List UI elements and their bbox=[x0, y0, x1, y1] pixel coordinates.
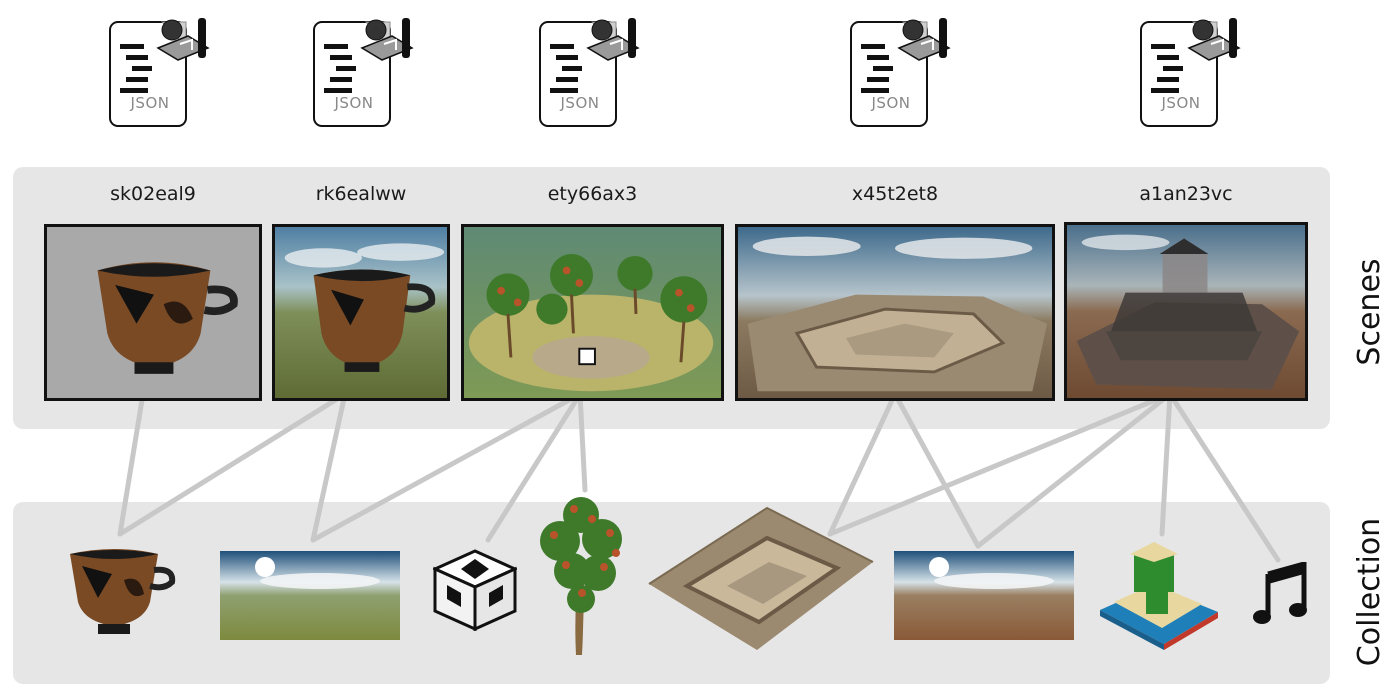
panorama-icon bbox=[894, 551, 1074, 640]
link-sk02eal9-vase bbox=[117, 391, 146, 537]
tree-icon bbox=[540, 497, 622, 655]
temple-icon bbox=[1100, 542, 1218, 650]
scene-thumbnail-x45t2et8[interactable] bbox=[735, 224, 1055, 401]
json-document-4: JSON bbox=[841, 18, 951, 128]
media-icon bbox=[156, 18, 210, 61]
link-x45t2et8-sky-panorama-brown bbox=[892, 391, 981, 549]
link-rk6ealww-sky-panorama-green bbox=[310, 391, 348, 543]
media-icon bbox=[897, 18, 951, 61]
media-icon bbox=[360, 18, 414, 61]
collection-tree[interactable] bbox=[534, 495, 628, 657]
scene-thumbnail-ety66ax3[interactable] bbox=[461, 224, 724, 401]
link-a1an23vc-audio bbox=[1167, 391, 1281, 563]
json-file-icon bbox=[313, 18, 414, 127]
vase-icon bbox=[70, 549, 176, 634]
link-a1an23vc-sky-panorama-brown bbox=[975, 391, 1173, 549]
scene-thumbnail-sk02eal9[interactable] bbox=[44, 224, 262, 401]
scene-id-sk02eal9: sk02eal9 bbox=[110, 183, 196, 205]
collection-audio[interactable] bbox=[1252, 562, 1308, 626]
link-ety66ax3-tree bbox=[577, 391, 588, 493]
json-document-2: JSON bbox=[304, 18, 414, 128]
link-a1an23vc-temple bbox=[1159, 391, 1173, 537]
collection-terrain[interactable] bbox=[647, 504, 875, 652]
json-file-label: JSON bbox=[871, 94, 911, 112]
json-file-icon bbox=[1140, 18, 1241, 127]
scene-thumbnail-rk6ealww[interactable] bbox=[272, 224, 450, 401]
json-document-1: JSON bbox=[100, 18, 210, 128]
panorama-icon bbox=[220, 551, 400, 640]
scene-id-rk6ealww: rk6ealww bbox=[315, 183, 407, 205]
json-file-icon bbox=[109, 18, 210, 127]
json-document-5: JSON bbox=[1131, 18, 1241, 128]
json-file-label: JSON bbox=[1161, 94, 1201, 112]
media-icon bbox=[586, 18, 640, 61]
json-file-label: JSON bbox=[130, 94, 170, 112]
collection-temple[interactable] bbox=[1094, 540, 1224, 652]
link-x45t2et8-terrain bbox=[827, 391, 898, 537]
json-file-label: JSON bbox=[560, 94, 600, 112]
link-ety66ax3-cube bbox=[485, 391, 583, 543]
json-file-icon bbox=[850, 18, 951, 127]
media-icon bbox=[1187, 18, 1241, 61]
collection-sky-panorama-brown[interactable] bbox=[894, 551, 1074, 640]
collection-sky-panorama-green[interactable] bbox=[220, 551, 400, 640]
scene-id-a1an23vc: a1an23vc bbox=[1139, 183, 1233, 205]
scene-id-x45t2et8: x45t2et8 bbox=[851, 183, 939, 205]
json-file-label: JSON bbox=[334, 94, 374, 112]
link-a1an23vc-terrain bbox=[827, 391, 1173, 537]
scene-id-ety66ax3: ety66ax3 bbox=[547, 183, 638, 205]
music-note-icon bbox=[1253, 562, 1307, 624]
link-rk6ealww-vase bbox=[117, 391, 348, 537]
json-file-icon bbox=[539, 18, 640, 127]
link-ety66ax3-sky-panorama-green bbox=[310, 391, 583, 543]
json-document-3: JSON bbox=[530, 18, 640, 128]
collection-cube[interactable] bbox=[433, 549, 517, 631]
cube-icon bbox=[433, 549, 517, 631]
collection-vase[interactable] bbox=[64, 546, 176, 640]
scene-thumbnail-a1an23vc[interactable] bbox=[1064, 222, 1308, 401]
terrain-icon bbox=[648, 506, 874, 650]
